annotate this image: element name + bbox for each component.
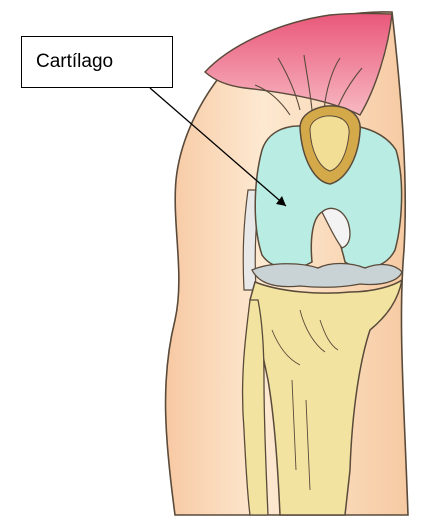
meniscus	[252, 264, 402, 288]
cartilage-label-text: Cartílago	[36, 51, 113, 73]
cartilage-label: Cartílago	[21, 36, 173, 88]
